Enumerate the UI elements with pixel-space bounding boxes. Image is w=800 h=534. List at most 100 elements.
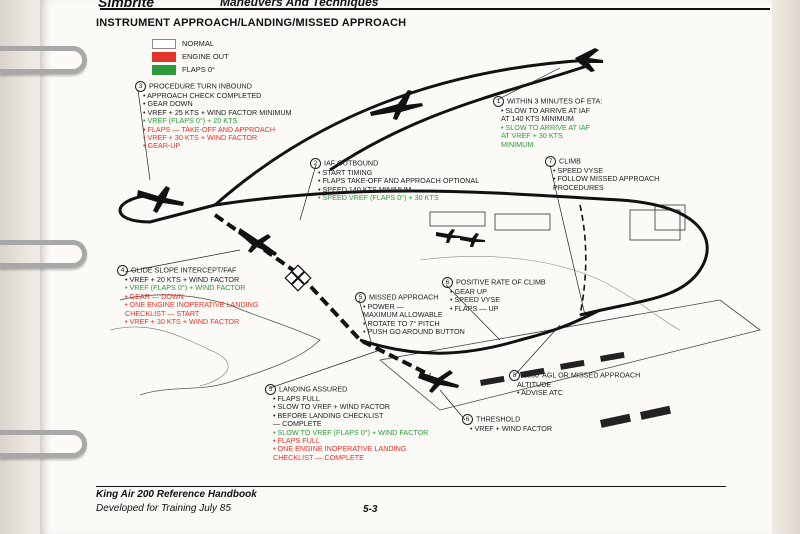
footer-rule (96, 486, 726, 487)
legend: NORMAL ENGINE OUT FLAPS 0° (152, 37, 229, 76)
note-line: • ADVISE ATC (517, 388, 563, 398)
legend-swatch-normal (152, 38, 176, 49)
legend-item-normal: NORMAL (152, 37, 229, 50)
note-line-flaps0: • VREF (FLAPS 0°) + 20 KTS (143, 116, 238, 126)
outbound-path (214, 58, 591, 207)
procedure-turn-path (118, 193, 216, 224)
note-line: • VREF + 20 KTS + WIND FACTOR (125, 275, 240, 284)
step-number: 1 (493, 96, 504, 107)
note-heading: 1500' AGL OR MISSED APPROACH (523, 370, 641, 380)
binder-ring-middle (0, 240, 87, 268)
note-line: • SLOW TO VREF + WIND FACTOR (273, 402, 390, 412)
footer-subtitle: Developed for Training July 85 (96, 503, 231, 514)
missed-approach-link (579, 204, 587, 316)
note-line: • VREF + 25 KTS + WIND FACTOR MINIMUM (143, 107, 292, 117)
runway-outline (379, 299, 761, 411)
note-line-engine-out: • FLAPS — TAKE-OFF AND APPROACH (143, 124, 276, 134)
aircraft-icon (137, 186, 184, 213)
note-line: • SPEED 140 KTS MINIMUM (318, 184, 412, 194)
note-line-engine-out: • VREF + 30 KTS + WIND FACTOR (125, 317, 240, 327)
page-number: 5-3 (363, 504, 378, 515)
step-number: 6 (442, 277, 453, 288)
handbook-page (40, 0, 775, 534)
note-line-engine-out: CHECKLIST — START (125, 308, 200, 318)
page-title: INSTRUMENT APPROACH/LANDING/MISSED APPRO… (96, 17, 407, 29)
legend-swatch-engine-out (152, 51, 176, 62)
climbout-path (214, 189, 709, 317)
note-line: • SPEED VYSE (553, 166, 604, 175)
note-heading: LANDING ASSURED (279, 384, 348, 394)
note-heading: WITHIN 3 MINUTES OF ETA: (507, 96, 603, 106)
note-line: — COMPLETE (273, 419, 322, 429)
terrain-line (119, 294, 321, 396)
note-line: • GEAR UP (450, 287, 487, 296)
note-line: • FLAPS TAKE-OFF AND APPROACH OPTIONAL (318, 176, 480, 186)
binder-ring-top (0, 46, 87, 74)
note-line: • ROTATE TO 7° PITCH (363, 318, 440, 328)
airport-buildings (429, 204, 686, 241)
page-stack-edge (772, 0, 800, 534)
note-line: • APPROACH CHECK COMPLETED (143, 91, 262, 100)
note-line-engine-out: • ONE ENGINE INOPERATIVE LANDING (273, 444, 407, 454)
iaf-path (329, 63, 591, 172)
note-line: • FOLLOW MISSED APPROACH (553, 174, 660, 184)
leader-lines (124, 67, 586, 421)
legend-label-flaps-0: FLAPS 0° (182, 65, 216, 74)
legend-label-normal: NORMAL (182, 39, 215, 48)
note-line-engine-out: • GEAR — DOWN (125, 291, 184, 301)
note-heading: THRESHOLD (476, 414, 521, 424)
note-heading: CLIMB (559, 156, 581, 166)
note-line-flaps0: • SLOW TO ARRIVE AT IAF (501, 122, 591, 132)
note-line: • GEAR DOWN (143, 99, 193, 109)
note-line-flaps0: • SLOW TO VREF (FLAPS 0°) + WIND FACTOR (273, 427, 429, 437)
step-number: 5 (355, 292, 366, 303)
missed-approach-path (359, 308, 601, 355)
note-line-flaps0: AT VREF + 30 KTS (501, 131, 563, 141)
aircraft-icon (575, 48, 603, 72)
faf-marker (284, 264, 312, 292)
aircraft-icon (418, 370, 459, 393)
legend-label-engine-out: ENGINE OUT (182, 52, 229, 61)
note-line: • FLAPS FULL (273, 394, 320, 403)
note-line-flaps0: • SPEED VREF (FLAPS 0°) + 30 KTS (318, 193, 439, 203)
step-number: 8 (509, 370, 520, 381)
footer-title: King Air 200 Reference Handbook (96, 489, 257, 500)
runway-markings (480, 351, 672, 428)
legend-item-engine-out: ENGINE OUT (152, 50, 229, 63)
header-rule (100, 8, 770, 10)
note-line-engine-out: • FLAPS FULL (273, 436, 320, 446)
terrain-line (109, 326, 229, 387)
note-line: • VREF + WIND FACTOR (470, 424, 553, 433)
brand-logo: Simbrite (98, 0, 155, 10)
note-line: • PUSH GO AROUND BUTTON (363, 327, 465, 337)
binder-ring-bottom (0, 430, 87, 458)
note-heading: IAF OUTBOUND (324, 158, 379, 168)
note-line-engine-out: • ONE ENGINE INOPERATIVE LANDING (125, 300, 259, 310)
terrain-line (419, 256, 681, 331)
note-line: PROCEDURES (553, 182, 604, 192)
note-line-flaps0: • VREF (FLAPS 0°) + WIND FACTOR (125, 283, 246, 293)
note-line: • SLOW TO ARRIVE AT IAF (501, 106, 591, 115)
note-line-engine-out: • VREF + 30 KTS + WIND FACTOR (143, 133, 258, 143)
aircraft-icon (238, 228, 277, 256)
step-number: 4 (117, 265, 128, 276)
note-line: • POWER — (363, 302, 404, 311)
section-heading: Maneuvers And Techniques (220, 0, 379, 9)
note-heading: GLIDE SLOPE INTERCEPT/FAF (131, 265, 237, 275)
note-heading: MISSED APPROACH (369, 292, 439, 302)
note-heading: PROCEDURE TURN INBOUND (149, 81, 252, 91)
step-number: 3 (135, 81, 146, 92)
note-line-engine-out: • GEAR-UP (143, 141, 181, 151)
legend-item-flaps-0: FLAPS 0° (152, 63, 229, 76)
note-line: ALTITUDE (517, 380, 552, 389)
note-line: • START TIMING (318, 168, 373, 177)
note-line: • SPEED VYSE (450, 295, 501, 305)
